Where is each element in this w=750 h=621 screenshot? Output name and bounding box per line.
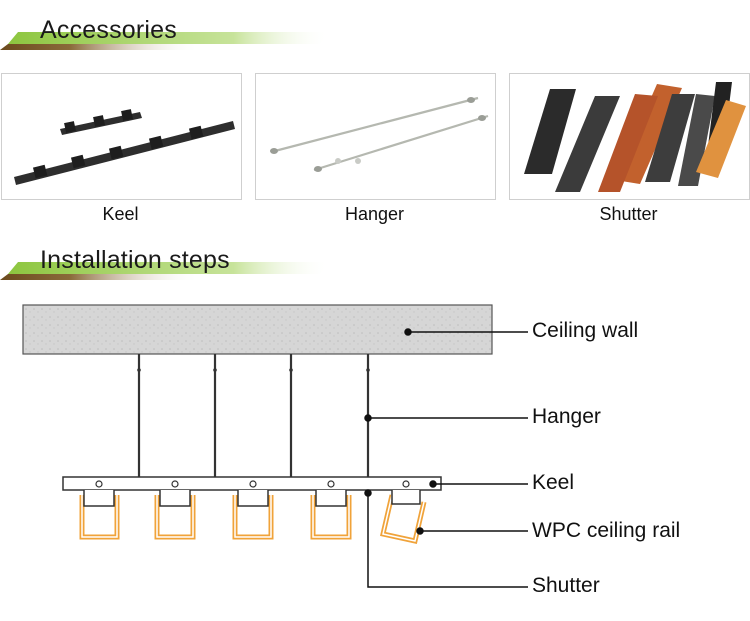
keel-profile (62, 476, 442, 507)
shutter-leader (367, 493, 528, 588)
header-swoosh-graphic (0, 262, 330, 280)
hanger-panel (255, 73, 496, 200)
accessories-header: Accessories (0, 12, 330, 52)
hanger-rods (137, 354, 370, 478)
installation-diagram (22, 304, 528, 588)
shutter-image (524, 82, 746, 192)
hanger-caption: Hanger (344, 204, 405, 224)
header-swoosh-graphic (0, 32, 330, 50)
ceiling-wall-slab (22, 304, 493, 355)
installation-header: Installation steps (0, 242, 330, 282)
callout-ceiling-wall: Ceiling wall (532, 319, 639, 342)
accessories-title: Accessories (40, 16, 177, 44)
shutter-caption: Shutter (599, 204, 658, 224)
shutter-panel (509, 73, 750, 200)
keel-image (14, 109, 235, 185)
keel-caption: Keel (102, 204, 139, 224)
callout-rail: WPC ceiling rail (532, 519, 681, 542)
installation-title: Installation steps (40, 246, 230, 274)
callout-shutter: Shutter (532, 574, 600, 597)
keel-panel (1, 73, 242, 200)
hanger-image (270, 96, 489, 172)
callout-hanger: Hanger (532, 405, 601, 428)
callout-keel: Keel (532, 471, 575, 494)
